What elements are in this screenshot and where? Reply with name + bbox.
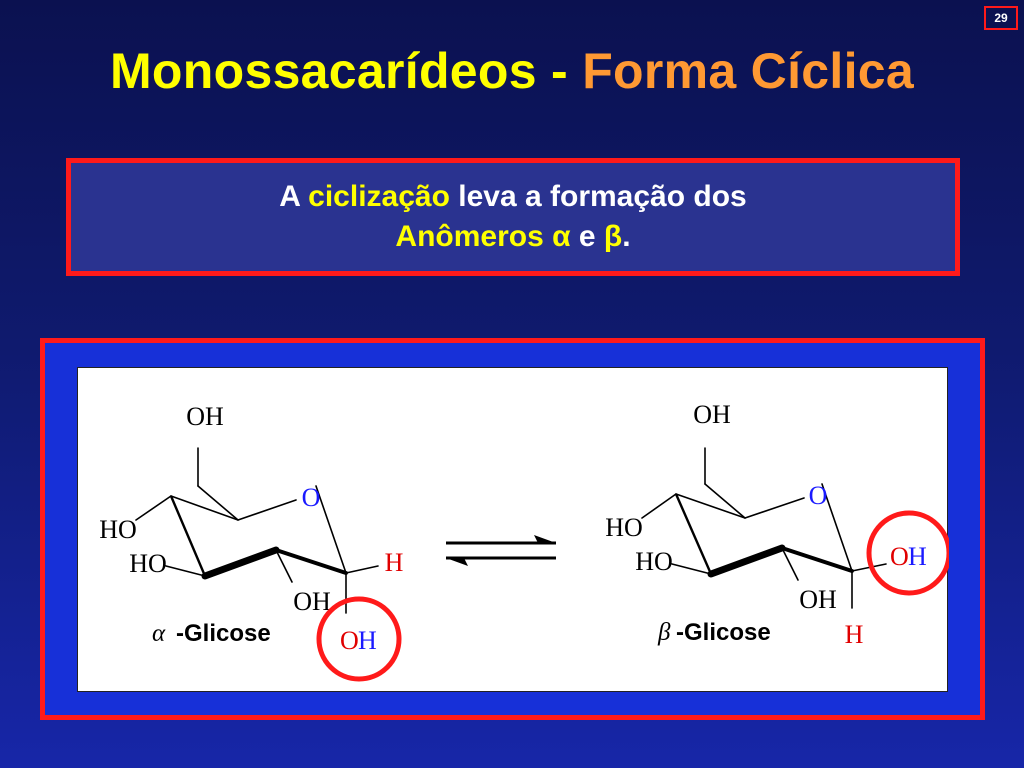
beta-c4-c3-edge <box>674 493 713 575</box>
statement-conjunction: e <box>570 220 604 253</box>
beta-o-c1-bond <box>821 483 853 572</box>
beta-anomeric-oh-highlight <box>866 510 949 596</box>
equilibrium-arrows-icon <box>446 535 556 566</box>
alpha-c2-c1-bold-edge <box>274 548 348 575</box>
alpha-c2-oh-bond <box>275 549 293 583</box>
statement-period: . <box>622 220 631 253</box>
beta-c1-h-label: H <box>845 620 864 649</box>
beta-name-symbol: β <box>657 619 671 646</box>
alpha-c4-c3-edge <box>169 495 207 577</box>
alpha-c3-c2-bold-edge <box>201 546 280 580</box>
beta-glucose-structure: OH O HO HO OH O H H β -Glicose <box>605 400 949 649</box>
slide-title: Monossacarídeos - Forma Cíclica <box>0 42 1024 100</box>
alpha-ring-oxygen-label: O <box>302 483 321 512</box>
statement-box: A ciclização leva a formação dos Anômero… <box>66 158 960 276</box>
beta-c6-oh-label: OH <box>693 400 731 429</box>
page-number: 29 <box>984 6 1018 30</box>
statement-highlight-anomeros: Anômeros <box>395 220 553 253</box>
alpha-c4-ho-bond <box>135 495 172 521</box>
alpha-c2-oh-label: OH <box>293 587 331 616</box>
statement-line-1: A ciclização leva a formação dos <box>71 177 955 217</box>
alpha-symbol: α <box>552 220 571 253</box>
alpha-name-symbol: α <box>152 620 166 647</box>
alpha-anomeric-oh-highlight <box>316 596 402 682</box>
beta-c3-ho-bond <box>671 563 712 575</box>
alpha-c5-c6-bond <box>197 485 239 521</box>
alpha-c6-oh-label: OH <box>186 402 224 431</box>
title-part-2: Forma Cíclica <box>582 43 914 99</box>
alpha-o-c1-bond <box>315 485 347 574</box>
beta-c3-c2-bold-edge <box>707 544 786 578</box>
beta-c4-ho-bond <box>641 493 677 519</box>
statement-highlight-ciclizacao: ciclização <box>308 180 450 213</box>
beta-c2-oh-label: OH <box>799 585 837 614</box>
beta-c1-oh-h-label: H <box>908 542 927 571</box>
beta-c2-oh-bond <box>781 547 799 581</box>
alpha-c1-oh-h-label: H <box>358 626 377 655</box>
beta-c3-ho-label: HO <box>635 547 673 576</box>
alpha-c5-o-bond <box>237 499 297 521</box>
alpha-c3-ho-bond <box>165 565 206 577</box>
alpha-c1-h-bond <box>345 565 379 574</box>
statement-line-2: Anômeros α e β. <box>71 217 955 257</box>
statement-text: A <box>279 180 309 213</box>
beta-symbol: β <box>603 220 623 253</box>
beta-ring-oxygen-label: O <box>809 481 828 510</box>
beta-c1-oh-o-label: O <box>890 542 909 571</box>
statement-text: leva a formação dos <box>449 180 747 213</box>
beta-c4-c5-bond <box>675 493 746 519</box>
alpha-c3-ho-label: HO <box>129 549 167 578</box>
anomers-diagram: OH O HO HO OH H O H α -Glicose <box>99 400 949 682</box>
title-part-1: Monossacarídeos - <box>109 43 583 99</box>
alpha-c4-ho-label: HO <box>99 515 137 544</box>
alpha-name-text: -Glicose <box>176 620 271 647</box>
beta-c2-c1-bold-edge <box>780 546 854 573</box>
beta-name-text: -Glicose <box>676 619 771 646</box>
alpha-c1-h-label: H <box>385 548 404 577</box>
beta-c5-c6-bond <box>704 483 746 519</box>
beta-c5-o-bond <box>744 497 805 519</box>
alpha-c4-c5-bond <box>170 495 239 521</box>
beta-c4-ho-label: HO <box>605 513 643 542</box>
alpha-glucose-structure: OH O HO HO OH H O H α -Glicose <box>99 402 404 682</box>
diagram-panel: OH O HO HO OH H O H α -Glicose <box>77 367 949 692</box>
alpha-c1-oh-o-label: O <box>340 626 359 655</box>
beta-c1-oh-bond <box>851 563 887 572</box>
